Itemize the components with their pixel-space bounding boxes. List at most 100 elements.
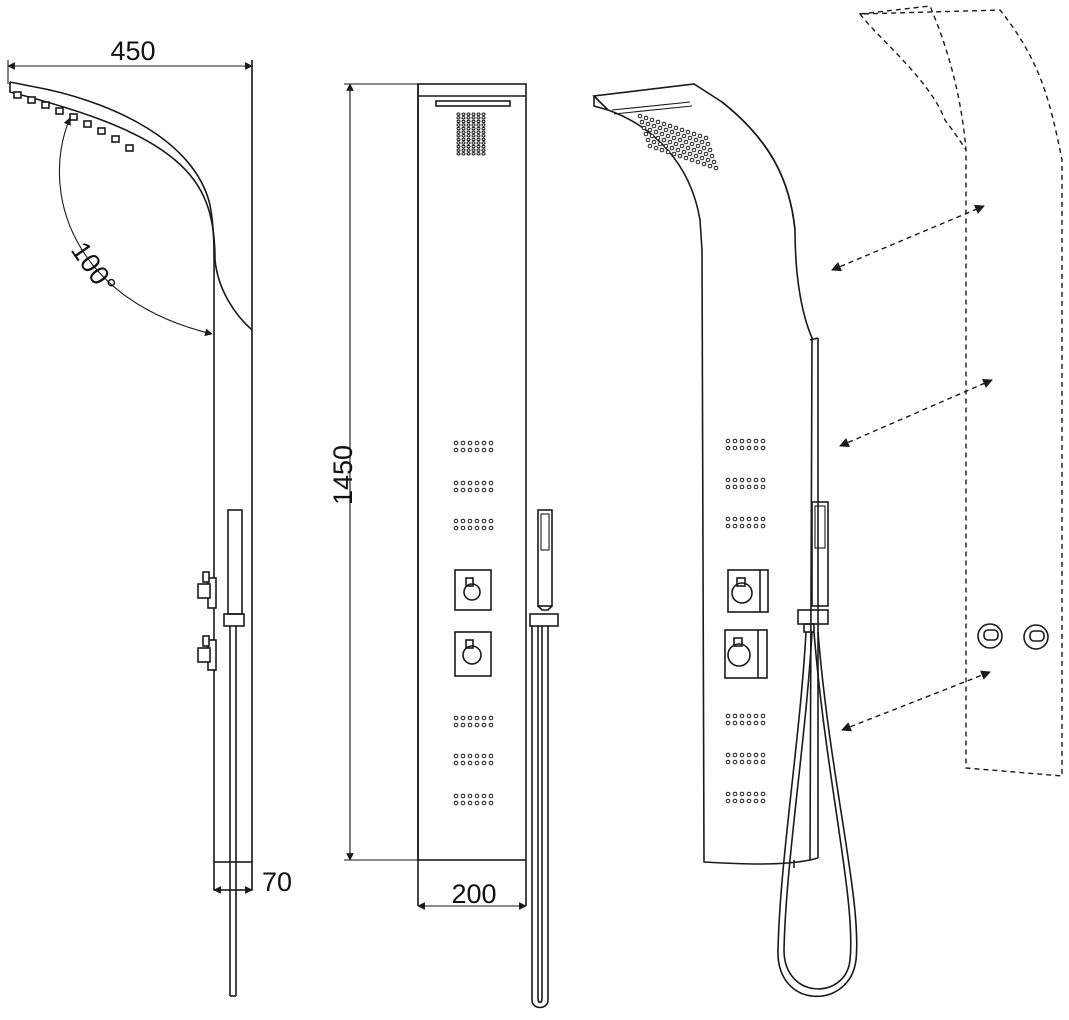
jet-dot: [653, 145, 659, 151]
jet-dot: [453, 440, 459, 446]
jet-dot: [661, 137, 667, 143]
jet-dot: [746, 484, 752, 490]
jet-dot: [643, 131, 649, 137]
body-jets: [453, 440, 494, 806]
jet-dot: [453, 722, 459, 728]
jet-dot: [677, 153, 683, 159]
jet-dot: [639, 119, 645, 125]
jet-dot: [739, 752, 745, 758]
nozzle: [476, 123, 481, 127]
nozzle: [461, 144, 466, 149]
jet-dot: [453, 760, 459, 766]
jet-dot: [453, 480, 459, 486]
jet-dot: [725, 713, 731, 719]
jet-dot: [732, 438, 738, 444]
nozzle: [471, 141, 476, 145]
jet-dot: [760, 798, 766, 804]
jet-dot: [746, 759, 752, 765]
jet-dot: [697, 149, 703, 155]
jet-dot: [753, 720, 759, 726]
jet-dot: [739, 516, 745, 522]
jet-dot: [691, 131, 697, 137]
jet-dot: [467, 525, 473, 531]
jet-dot: [460, 793, 466, 799]
jet-dot: [701, 161, 707, 167]
nozzle: [456, 130, 461, 134]
jet-dot: [673, 141, 679, 147]
jet-dot: [760, 791, 766, 797]
jet-dot: [481, 760, 487, 766]
jet-dot: [725, 438, 731, 444]
jet-dot: [474, 487, 480, 493]
nozzle: [466, 126, 471, 131]
perspective-view: [592, 83, 858, 998]
jet-dot: [659, 147, 665, 153]
jet-dot: [453, 525, 459, 531]
jet-dot: [467, 715, 473, 721]
nozzle: [471, 134, 476, 138]
jet-dot: [746, 798, 752, 804]
jet-dot: [695, 143, 701, 149]
jet-dot: [460, 800, 466, 806]
wall-mount-template: [831, 5, 1063, 777]
alignment-arrow: [841, 670, 991, 732]
nozzle: [481, 152, 486, 156]
jet-dot: [753, 438, 759, 444]
nozzle: [461, 137, 466, 142]
jet-dot: [467, 480, 473, 486]
nozzle: [461, 148, 466, 152]
jet-dot: [467, 793, 473, 799]
jet-dot: [481, 480, 487, 486]
jet-dot: [474, 715, 480, 721]
hose-front: [531, 626, 549, 1009]
jet-dot: [739, 523, 745, 529]
jet-dot: [753, 759, 759, 765]
jet-dot: [679, 143, 685, 149]
jet-dot: [685, 129, 691, 135]
hand-shower-persp: [811, 501, 829, 607]
jet-dot: [725, 798, 731, 804]
jet-dot: [732, 523, 738, 529]
jet-dot: [645, 137, 651, 143]
jet-dot: [711, 159, 717, 165]
jet-dot: [760, 720, 766, 726]
jet-dot: [474, 793, 480, 799]
jet-dot: [649, 117, 655, 123]
jet-dot: [474, 760, 480, 766]
jet-dot: [725, 791, 731, 797]
panel-base: [213, 861, 253, 891]
jet-dot: [460, 722, 466, 728]
nozzle: [476, 144, 481, 149]
jet-dot: [739, 798, 745, 804]
nozzle: [481, 116, 486, 120]
nozzle: [471, 126, 476, 131]
nozzle: [456, 116, 461, 120]
jet-dot: [655, 135, 661, 141]
nozzle: [471, 123, 476, 127]
jet-dot: [481, 487, 487, 493]
jet-dot: [699, 139, 705, 145]
nozzle: [461, 152, 466, 156]
nozzle: [481, 123, 486, 127]
nozzle: [481, 126, 486, 131]
nozzle: [466, 141, 471, 145]
jet-dot: [467, 487, 473, 493]
jet-dot: [725, 516, 731, 522]
side-knobs: [197, 571, 217, 671]
jet-dot: [760, 484, 766, 490]
nozzle: [466, 134, 471, 138]
jet-dot: [481, 753, 487, 759]
jet-dot: [701, 145, 707, 151]
jet-dot: [713, 165, 719, 171]
jet-dot: [725, 445, 731, 451]
jet-dot: [488, 793, 494, 799]
jet-dot: [488, 525, 494, 531]
panel-front-edge: [9, 81, 215, 862]
jet-dot: [474, 722, 480, 728]
jet-dot: [732, 477, 738, 483]
jet-dot: [474, 518, 480, 524]
jet-dot: [679, 127, 685, 133]
jet-dot: [760, 759, 766, 765]
jet-dot: [488, 440, 494, 446]
nozzle: [476, 134, 481, 138]
